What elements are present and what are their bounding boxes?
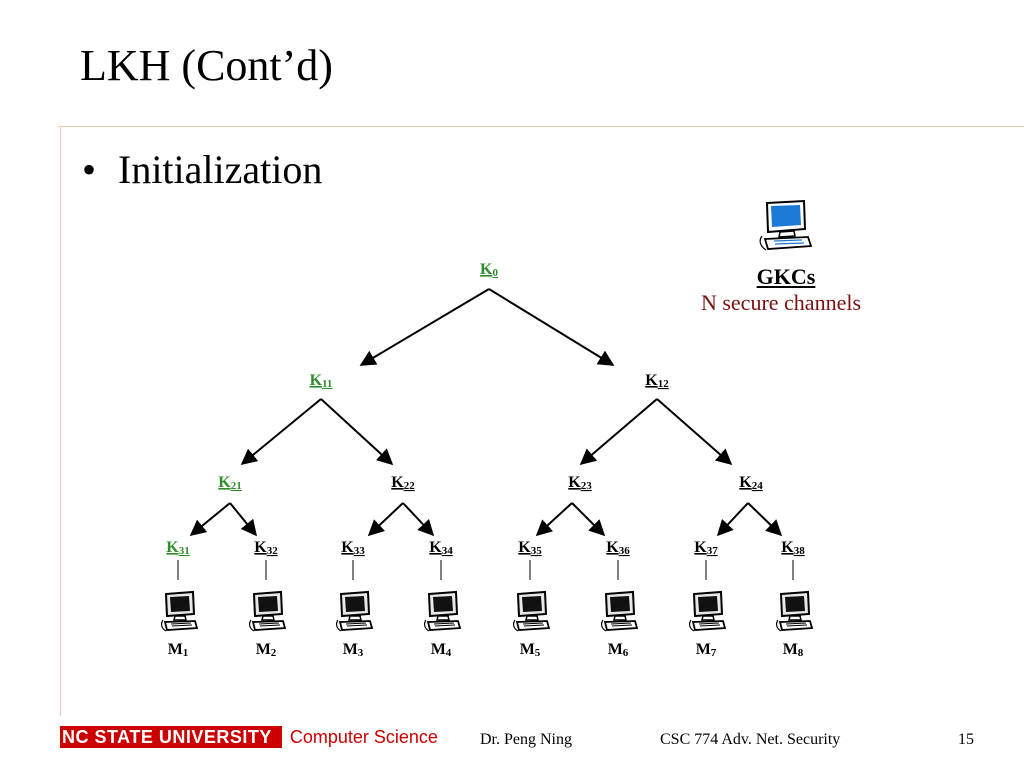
key-node-k31: K31 <box>166 539 189 557</box>
member-label-m3: M3 <box>343 641 364 659</box>
member-label-m8: M8 <box>783 641 804 659</box>
university-name: NC STATE UNIVERSITY <box>60 726 282 748</box>
tree-edge <box>229 502 258 537</box>
gkc-computer-icon <box>759 200 812 251</box>
tree-edge <box>656 398 733 466</box>
bullet-text: Initialization <box>118 147 323 192</box>
computer-icon <box>335 591 373 632</box>
gkc-label: GKCs N secure channels <box>686 264 886 316</box>
member-label-m6: M6 <box>608 641 629 659</box>
slide-title: LKH (Cont’d) <box>80 41 333 90</box>
computer-icon <box>775 591 813 632</box>
key-node-k38: K38 <box>781 539 805 557</box>
key-node-k23: K23 <box>568 474 592 492</box>
gkc-title: GKCs <box>756 264 816 289</box>
member-computers: M1 M2 M3 M4 M5 M6 M7 M8 <box>160 560 813 659</box>
bullet-marker: • <box>82 147 97 192</box>
key-node-k12: K12 <box>645 372 669 390</box>
footer-course: CSC 774 Adv. Net. Security <box>660 731 841 748</box>
key-node-k22: K22 <box>391 474 415 492</box>
tree-edge <box>747 502 783 537</box>
key-node-k36: K36 <box>606 539 630 557</box>
page-number: 15 <box>958 731 974 748</box>
tree-edge <box>716 502 749 537</box>
key-node-k35: K35 <box>518 539 542 557</box>
member-label-m7: M7 <box>696 641 717 659</box>
computer-icon <box>688 591 726 632</box>
computer-icon <box>160 591 198 632</box>
tree-edge <box>535 502 573 537</box>
tree-edge <box>402 502 435 537</box>
member-label-m5: M5 <box>520 641 541 659</box>
gkc-subtitle: N secure channels <box>700 290 862 315</box>
member-label-m1: M1 <box>168 641 189 659</box>
key-node-k32: K32 <box>254 539 278 557</box>
key-node-k33: K33 <box>341 539 365 557</box>
key-node-k0: K0 <box>480 261 498 279</box>
computer-icon <box>600 591 638 632</box>
tree-edge <box>359 288 490 366</box>
tree-edge <box>240 398 322 466</box>
university-logo: NC STATE UNIVERSITY Computer Science <box>60 726 438 748</box>
title-divider <box>58 126 1024 127</box>
key-node-k24: K24 <box>739 474 763 492</box>
tree-edge <box>571 502 606 537</box>
key-node-k37: K37 <box>694 539 718 557</box>
tree-edges <box>189 288 783 537</box>
footer-author: Dr. Peng Ning <box>480 731 572 748</box>
tree-edge <box>367 502 404 537</box>
tree-edge <box>579 398 658 466</box>
computer-icon <box>423 591 461 632</box>
member-label-m4: M4 <box>431 641 452 659</box>
tree-edge <box>189 502 231 537</box>
computer-icon <box>512 591 550 632</box>
left-margin-rule <box>60 126 61 716</box>
bullet-item: • Initialization <box>82 150 322 190</box>
computer-icon <box>248 591 286 632</box>
key-node-k21: K21 <box>218 474 241 492</box>
key-node-k11: K11 <box>310 372 333 390</box>
tree-edge <box>320 398 394 466</box>
member-label-m2: M2 <box>256 641 277 659</box>
key-node-k34: K34 <box>429 539 453 557</box>
department-name: Computer Science <box>289 726 438 747</box>
tree-edge <box>488 288 615 366</box>
